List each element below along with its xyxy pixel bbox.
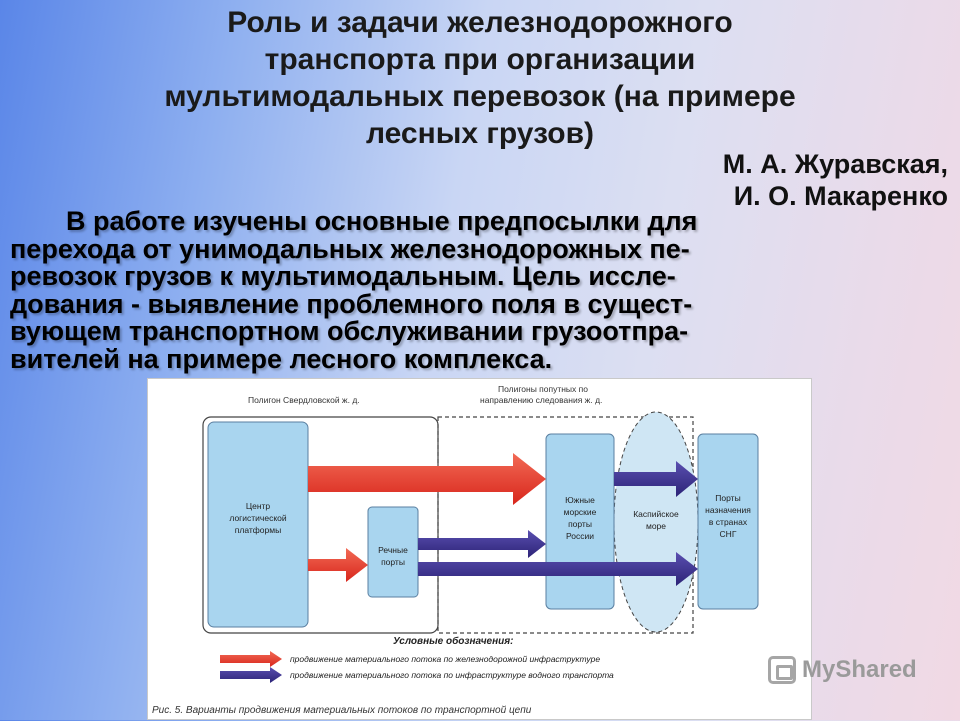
legend-water-arrow [220,667,282,683]
logistics-center-box [207,421,309,628]
southern-ports-label: Южные [565,495,595,505]
logistics-center-label: логистической [229,513,286,523]
title-line: лесных грузов) [365,117,595,150]
logistics-center-label: платформы [235,525,281,535]
destination-ports-label: Порты [715,493,740,503]
rail-arrow-center-to-river [308,548,368,582]
figure-diagram: Полигон Свердловской ж. д. Полигоны попу… [152,384,759,716]
abstract-line: вующем транспортном обслуживании грузоот… [10,316,689,346]
rail-arrow-center-to-south [308,453,546,505]
river-ports-box [367,506,419,598]
region-passing-frame [437,416,694,634]
legend-rail-text: продвижение материального потока по желе… [290,654,600,664]
legend-rail-arrow [220,651,282,667]
water-arrow-river-to-destination [418,552,698,586]
myshared-logo-icon [768,656,796,684]
slide-title: Роль и задачи железнодорожного транспорт… [0,4,960,152]
title-line: транспорта при организации [264,43,696,76]
destination-ports-box [697,433,759,610]
southern-ports-label: России [566,531,594,541]
southern-ports-label: морские [564,507,597,517]
abstract-line: вителей на примере лесного комплекса. [10,343,553,374]
figure-caption: Рис. 5. Варианты продвижения материальны… [152,705,532,716]
abstract-line: В работе изучены основные предпосылки дл… [66,206,698,236]
river-ports-label: порты [381,557,405,567]
abstract-line: ревозок грузов к мультимодальным. Цель и… [10,261,676,291]
region-passing-label-2: направлению следования ж. д. [480,395,602,405]
destination-ports-label: СНГ [720,529,737,539]
destination-ports-label: в странах [709,517,748,527]
author-1: М. А. Журавская, [722,149,948,179]
legend-water-text: продвижение материального потока по инфр… [290,670,614,680]
title-line: мультимодальных перевозок (на примере [164,80,796,113]
region-sverdlovsk-label: Полигон Свердловской ж. д. [248,395,360,405]
region-passing-label-1: Полигоны попутных по [498,384,588,394]
author-2: И. О. Макаренко [733,181,948,211]
caspian-label: Каспийское [633,509,679,519]
destination-ports-label: назначения [705,505,751,515]
abstract-line: дования - выявление проблемного поля в с… [10,288,693,319]
caspian-label: море [646,521,666,531]
title-line: Роль и задачи железнодорожного [227,6,733,39]
southern-ports-label: порты [568,519,592,529]
water-arrow-south-to-destination [614,461,698,497]
watermark: MyShared [768,656,917,684]
transport-chain-figure: Полигон Свердловской ж. д. Полигоны попу… [147,378,812,720]
river-ports-label: Речные [378,545,408,555]
legend-title: Условные обозначения: [393,635,513,647]
abstract-line: перехода от унимодальных железнодорожных… [10,233,690,264]
water-arrow-river-to-south [418,530,546,558]
authors: М. А. Журавская, И. О. Макаренко [723,148,948,212]
abstract-text: В работе изучены основные предпосылки дл… [10,206,950,374]
watermark-text: MyShared [802,656,917,683]
logistics-center-label: Центр [246,501,271,511]
